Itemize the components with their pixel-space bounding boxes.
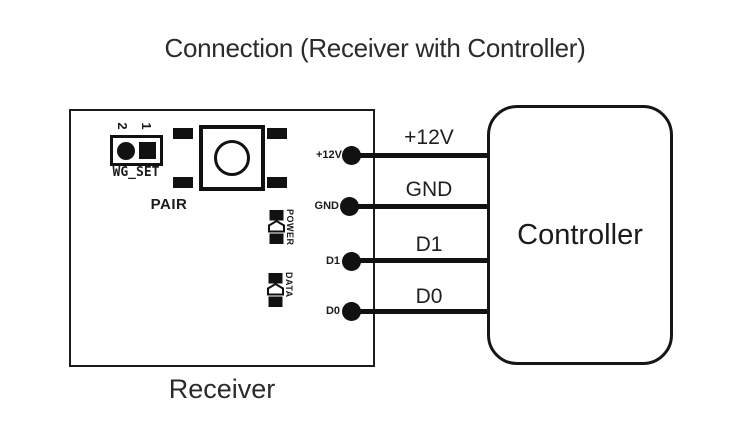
data-led-label: DATA — [284, 272, 294, 298]
wire-label-d1: D1 — [415, 233, 443, 256]
pin-dot-gnd — [340, 197, 359, 216]
power-led-label: POWER — [285, 209, 295, 246]
jumper-pin-1-label: 1 — [139, 122, 155, 130]
wire-gnd — [351, 204, 489, 209]
jumper-pad-square-icon — [139, 142, 156, 159]
wire-label-gnd: GND — [405, 178, 453, 201]
power-led: POWER — [268, 209, 295, 246]
led-symbol-icon — [268, 210, 285, 244]
pair-pad-top-right — [267, 128, 287, 139]
pair-pad-bottom-right — [267, 177, 287, 188]
wire-d1 — [351, 258, 489, 263]
controller-label: Controller — [517, 218, 643, 251]
pair-button-cap-icon — [214, 140, 250, 176]
diagram-title: Connection (Receiver with Controller) — [164, 33, 586, 63]
jumper-pad-circle-icon — [117, 141, 135, 160]
wg-set-jumper — [110, 135, 163, 166]
pair-pad-top-left — [173, 128, 193, 139]
led-symbol-icon — [267, 273, 284, 307]
pin-label-gnd: GND — [314, 200, 339, 212]
pair-button — [199, 125, 265, 191]
receiver-caption: Receiver — [168, 374, 276, 404]
wire-12v — [351, 153, 489, 158]
pin-label-d1: D1 — [325, 255, 340, 267]
wg-set-label: WG_SET — [112, 165, 160, 180]
pin-dot-d1 — [342, 252, 361, 271]
pair-pad-bottom-left — [173, 177, 193, 188]
wire-label-d0: D0 — [415, 285, 443, 308]
wire-d0 — [351, 309, 489, 314]
pin-dot-d0 — [342, 302, 361, 321]
pair-label: PAIR — [150, 196, 188, 213]
pin-dot-12v — [342, 146, 361, 165]
data-led: DATA — [267, 272, 294, 307]
jumper-pin-2-label: 2 — [115, 122, 131, 130]
controller-box: Controller — [487, 105, 673, 365]
pin-label-12v: +12V — [316, 149, 342, 161]
pin-label-d0: D0 — [325, 305, 340, 317]
wire-label-12v: +12V — [404, 126, 454, 149]
